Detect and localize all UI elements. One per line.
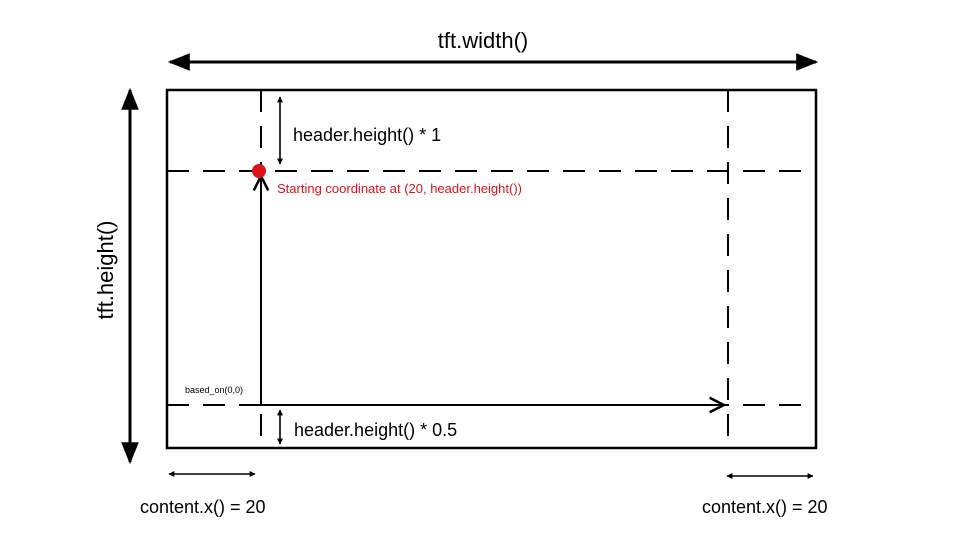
width-label: tft.width() bbox=[438, 28, 528, 53]
right-margin-label: content.x() = 20 bbox=[702, 497, 828, 517]
start-point-marker bbox=[252, 164, 266, 178]
screen-frame bbox=[165, 88, 818, 450]
height-label: tft.height() bbox=[93, 220, 118, 319]
origin-label: based_on(0,0) bbox=[185, 385, 243, 395]
left-margin-label: content.x() = 20 bbox=[140, 497, 266, 517]
bottom-margin-label: header.height() * 0.5 bbox=[294, 420, 457, 440]
start-coordinate-label: Starting coordinate at (20, header.heigh… bbox=[277, 181, 522, 196]
top-margin-label: header.height() * 1 bbox=[293, 125, 441, 145]
